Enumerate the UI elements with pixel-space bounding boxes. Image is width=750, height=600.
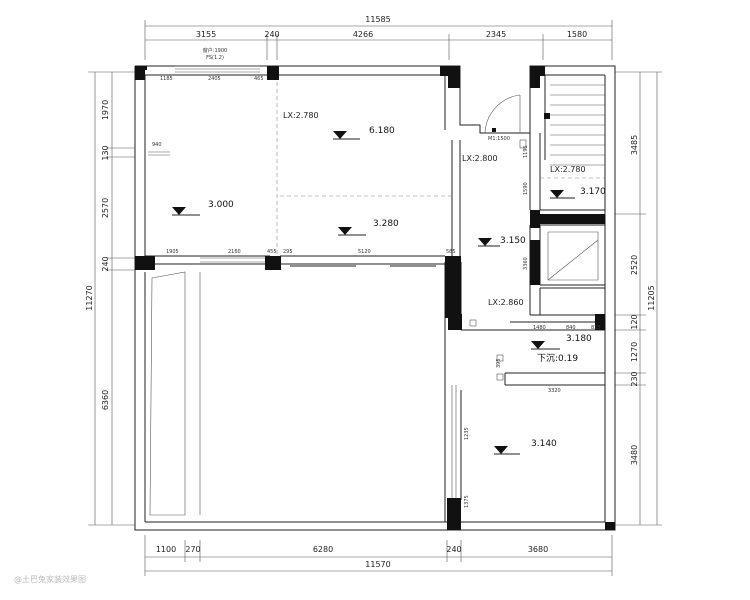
dim-right-seg: 2520 (630, 255, 639, 275)
inner-dim: 3320 (548, 388, 561, 394)
inner-dim: 825 (591, 325, 601, 331)
dimension-bottom: 1100 270 6280 240 3680 11570 (144, 535, 613, 576)
dim-right-total: 11205 (647, 285, 656, 310)
inner-dim: 1185 (160, 76, 173, 82)
level-triangle (333, 131, 347, 139)
dim-bottom-seg: 1100 (156, 545, 176, 554)
sink-label: 下沉:0.19 (537, 353, 578, 364)
inner-dimensions: 1185 2405 465 940 1905 2160 455 295 5120… (148, 76, 601, 508)
dim-top-seg: 4266 (353, 30, 373, 39)
dim-right-seg: 230 (630, 371, 639, 386)
lx-label: LX:2.800 (462, 154, 498, 163)
dim-right-seg: 3480 (630, 445, 639, 465)
level-triangle (172, 207, 186, 215)
inner-dim: 295 (283, 249, 293, 255)
dim-top-seg: 2345 (486, 30, 506, 39)
level-label: 3.000 (208, 200, 234, 210)
dim-right-seg: 120 (630, 314, 639, 329)
lx-label: LX:2.780 (283, 111, 319, 120)
dim-top-seg: 240 (264, 30, 279, 39)
level-label: 3.140 (531, 439, 557, 449)
inner-dim: 2405 (208, 76, 221, 82)
dim-left-seg: 2570 (101, 198, 110, 218)
inner-dim: 395 (496, 358, 502, 368)
inner-dim: 455 (267, 249, 277, 255)
level-triangle (531, 341, 545, 349)
staircase (540, 75, 605, 179)
lx-labels: LX:2.780 LX:2.800 LX:2.780 LX:2.860 下沉:0… (283, 111, 586, 364)
dim-bottom-seg: 270 (185, 545, 200, 554)
inner-dim: 585 (446, 249, 456, 255)
inner-dim: 840 (566, 325, 576, 331)
window-note: FS(1.2) (206, 55, 224, 61)
inner-dim: 3360 (523, 257, 529, 270)
inner-dim: 1375 (464, 495, 470, 508)
level-triangle (550, 190, 564, 198)
inner-dim: 1905 (166, 249, 179, 255)
level-label: 3.280 (373, 219, 399, 229)
inner-dim: 1480 (533, 325, 546, 331)
dim-bottom-seg: 240 (446, 545, 461, 554)
dimension-right: 11205 3485 2520 120 1270 230 3480 (615, 71, 662, 526)
level-label: 3.180 (566, 334, 592, 344)
window-note: 窗户:1900 (203, 47, 227, 54)
misc-marks (469, 113, 550, 381)
dim-left-seg: 130 (101, 145, 110, 160)
dim-left-seg: 1970 (101, 100, 110, 120)
dimension-top: 11585 3155 240 4266 2345 1580 (144, 15, 613, 60)
inner-dim: 465 (254, 76, 264, 82)
inner-dim: 1590 (523, 182, 529, 195)
dim-top-seg: 3155 (196, 30, 216, 39)
inner-dim: 1195 (523, 145, 529, 158)
inner-dim: 940 (152, 142, 162, 148)
dimension-left: 11270 1970 130 2570 240 6360 (85, 71, 135, 526)
dim-right-seg: 1270 (630, 342, 639, 362)
level-triangle (338, 227, 352, 235)
dim-right-seg: 3485 (630, 135, 639, 155)
dim-bottom-total: 11570 (365, 560, 390, 569)
inner-dim: 2160 (228, 249, 241, 255)
level-markers: 6.180 3.000 3.280 3.170 3.150 3.180 3.14… (172, 126, 606, 455)
level-triangle (494, 446, 508, 454)
dim-left-seg: 240 (101, 256, 110, 271)
dim-bottom-seg: 3680 (528, 545, 548, 554)
watermark: @土巴兔家装效果图 (14, 574, 86, 584)
dim-top-seg: 1580 (567, 30, 587, 39)
level-triangle (478, 238, 492, 246)
level-label: 3.170 (580, 187, 606, 197)
level-label: 3.150 (500, 236, 526, 246)
dim-left-seg: 6360 (101, 390, 110, 410)
level-label: 6.180 (369, 126, 395, 136)
inner-dim: M1:1500 (488, 136, 510, 142)
dim-top-total: 11585 (365, 15, 390, 24)
lx-label: LX:2.860 (488, 298, 524, 307)
lx-label: LX:2.780 (550, 165, 586, 174)
columns (135, 66, 615, 530)
dim-left-total: 11270 (85, 285, 94, 310)
inner-dim: 1235 (464, 427, 470, 440)
inner-dim: 5120 (358, 249, 371, 255)
door-swing (484, 94, 521, 134)
dim-bottom-seg: 6280 (313, 545, 333, 554)
